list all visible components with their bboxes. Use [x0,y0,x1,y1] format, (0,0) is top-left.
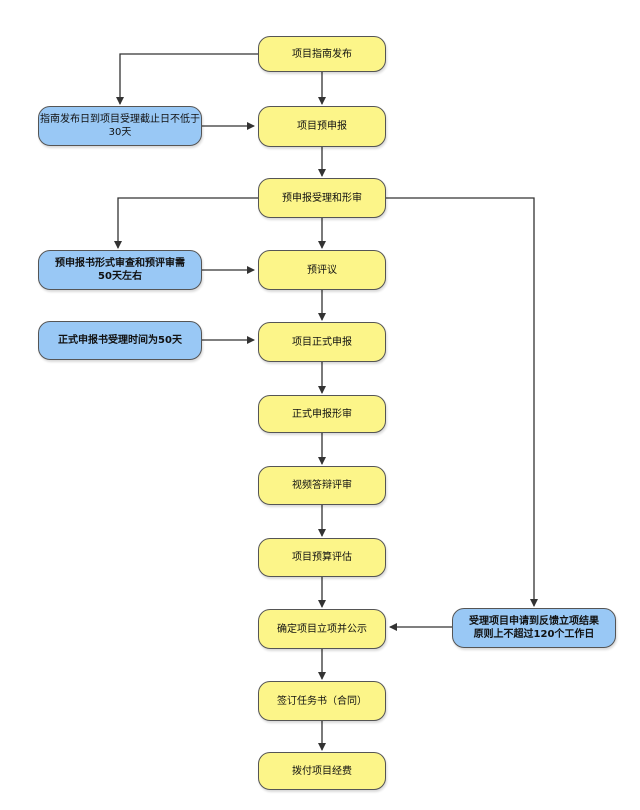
step-video-defense: 视频答辩评审 [258,466,386,505]
step-pre-application: 项目预申报 [258,106,386,147]
step-formal-application: 项目正式申报 [258,322,386,362]
note-formal-period: 正式申报书受理时间为50天 [38,321,202,360]
note-guide-period: 指南发布日到项目受理截止日不低于 30天 [38,106,202,146]
arrow-review-to-result [386,197,538,607]
note-result-period: 受理项目申请到反馈立项结果 原则上不超过120个工作日 [452,608,616,648]
step-guide-release: 项目指南发布 [258,36,386,72]
step-pre-application-review: 预申报受理和形审 [258,178,386,218]
step-approval-publicity: 确定项目立项并公示 [258,609,386,649]
step-formal-review: 正式申报形审 [258,395,386,433]
step-sign-contract: 签订任务书（合同） [258,681,386,721]
note-prereview-period: 预申报书形式审查和预评审需 50天左右 [38,250,202,290]
arrow-review-to-note [114,197,258,249]
step-budget-assessment: 项目预算评估 [258,538,386,577]
step-pre-evaluation: 预评议 [258,250,386,290]
arrow-guide-to-note [116,53,258,105]
step-fund-allocation: 拨付项目经费 [258,752,386,790]
